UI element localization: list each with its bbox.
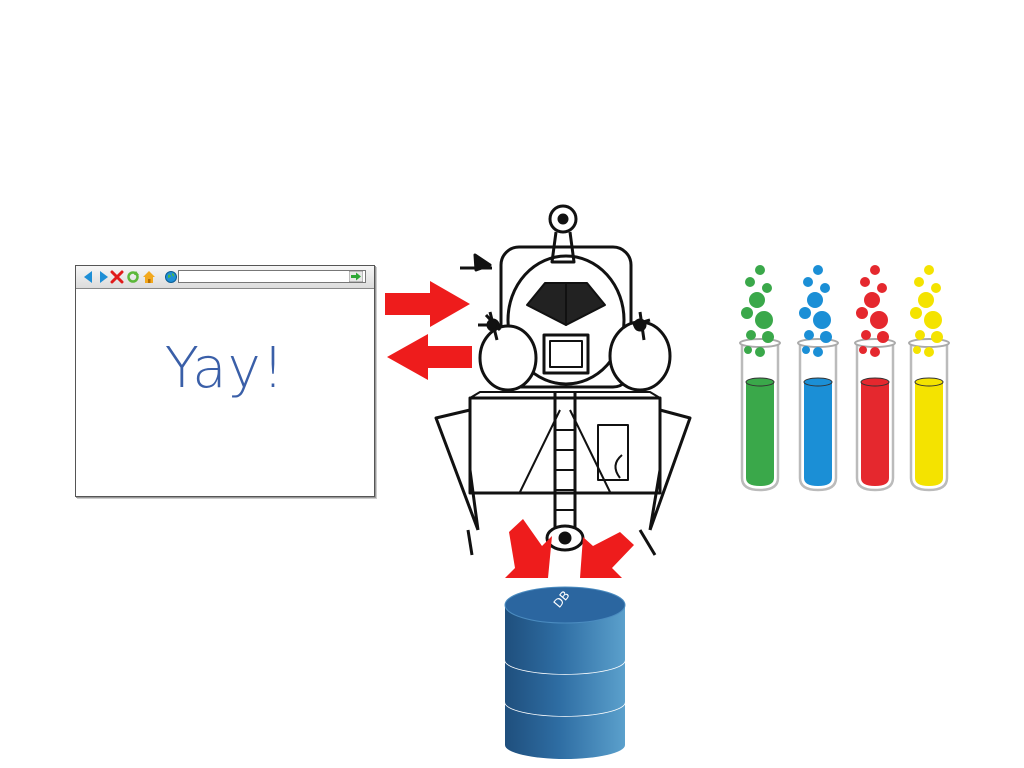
test-tube — [739, 265, 781, 492]
browser-toolbar — [76, 266, 374, 289]
database-cylinder — [504, 586, 626, 759]
home-icon[interactable] — [142, 269, 156, 285]
go-arrow-icon[interactable] — [349, 271, 363, 282]
db-write-arrow-left — [505, 519, 552, 578]
forward-arrow-icon[interactable] — [96, 269, 110, 285]
test-tube — [908, 265, 950, 492]
browser-message: Yay! — [164, 336, 286, 401]
db-write-arrow-right — [580, 532, 634, 578]
globe-icon — [165, 271, 177, 283]
address-bar[interactable] — [178, 270, 366, 283]
stop-icon[interactable] — [110, 269, 124, 285]
response-arrow — [387, 334, 472, 380]
test-tubes — [739, 265, 950, 492]
lunar-module-server — [434, 204, 692, 556]
refresh-icon[interactable] — [126, 269, 140, 285]
browser-window: Yay! — [75, 265, 375, 497]
back-arrow-icon[interactable] — [82, 269, 96, 285]
test-tube — [797, 265, 839, 492]
test-tube — [854, 265, 896, 492]
request-arrow — [385, 281, 470, 327]
